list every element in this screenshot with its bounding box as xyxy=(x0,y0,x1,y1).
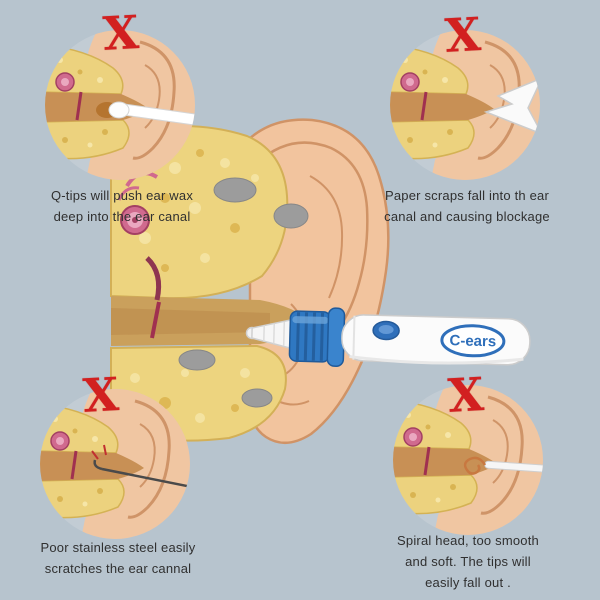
caption-line: Paper scraps fall into th ear xyxy=(384,188,550,203)
ear-canal-shadow xyxy=(111,308,270,335)
inset-steel xyxy=(40,389,190,539)
caption-line: Spiral head, too smooth xyxy=(397,533,539,548)
steel-pick-tool xyxy=(91,444,190,488)
caption-line: deep into the ear canal xyxy=(53,208,191,224)
inset-spiral xyxy=(393,385,543,535)
x-mark-icon: X xyxy=(443,7,483,63)
cartilage-sections xyxy=(178,177,309,408)
steel-pick-inset-illustration xyxy=(40,389,190,539)
brand-logo: C-ears xyxy=(440,324,506,358)
x-mark-icon: X xyxy=(81,367,121,423)
caption-paper: Paper scraps fall into th ear canal and … xyxy=(352,186,582,228)
qtip-tool xyxy=(96,101,195,126)
silicone-tip xyxy=(245,319,292,349)
ear-cleaner-device: C-ears xyxy=(245,307,531,367)
ear-anatomy-illustration xyxy=(110,118,390,444)
blue-collar xyxy=(288,307,346,367)
caption-line: Q-tips will push ear wax xyxy=(50,188,194,203)
qtip-inset-illustration xyxy=(45,30,195,180)
paper-scrap-tool xyxy=(483,78,540,135)
caption-qtip: Q-tips will push ear wax deep into the e… xyxy=(17,186,227,228)
caption-steel: Poor stainless steel easily scratches th… xyxy=(13,538,223,580)
inset-bone-texture xyxy=(52,416,103,507)
brand-logo-text: C-ears xyxy=(449,332,496,350)
caption-line: easily fall out . xyxy=(425,574,511,590)
spiral-head-inset-illustration xyxy=(393,385,543,535)
caption-line: scratches the ear cannal xyxy=(44,560,192,576)
inset-bone-texture xyxy=(405,412,456,503)
caption-line: canal and causing blockage xyxy=(384,208,550,224)
caption-line: Poor stainless steel easily xyxy=(40,540,196,555)
x-mark-icon: X xyxy=(446,367,486,423)
caption-line: and soft. The tips will xyxy=(405,553,531,569)
inset-qtip xyxy=(45,30,195,180)
x-mark-icon: X xyxy=(101,5,141,61)
power-button xyxy=(372,320,400,341)
inset-bone-texture xyxy=(57,57,108,148)
spiral-head-tool xyxy=(463,456,543,475)
caption-spiral: Spiral head, too smooth and soft. The ti… xyxy=(353,531,583,593)
